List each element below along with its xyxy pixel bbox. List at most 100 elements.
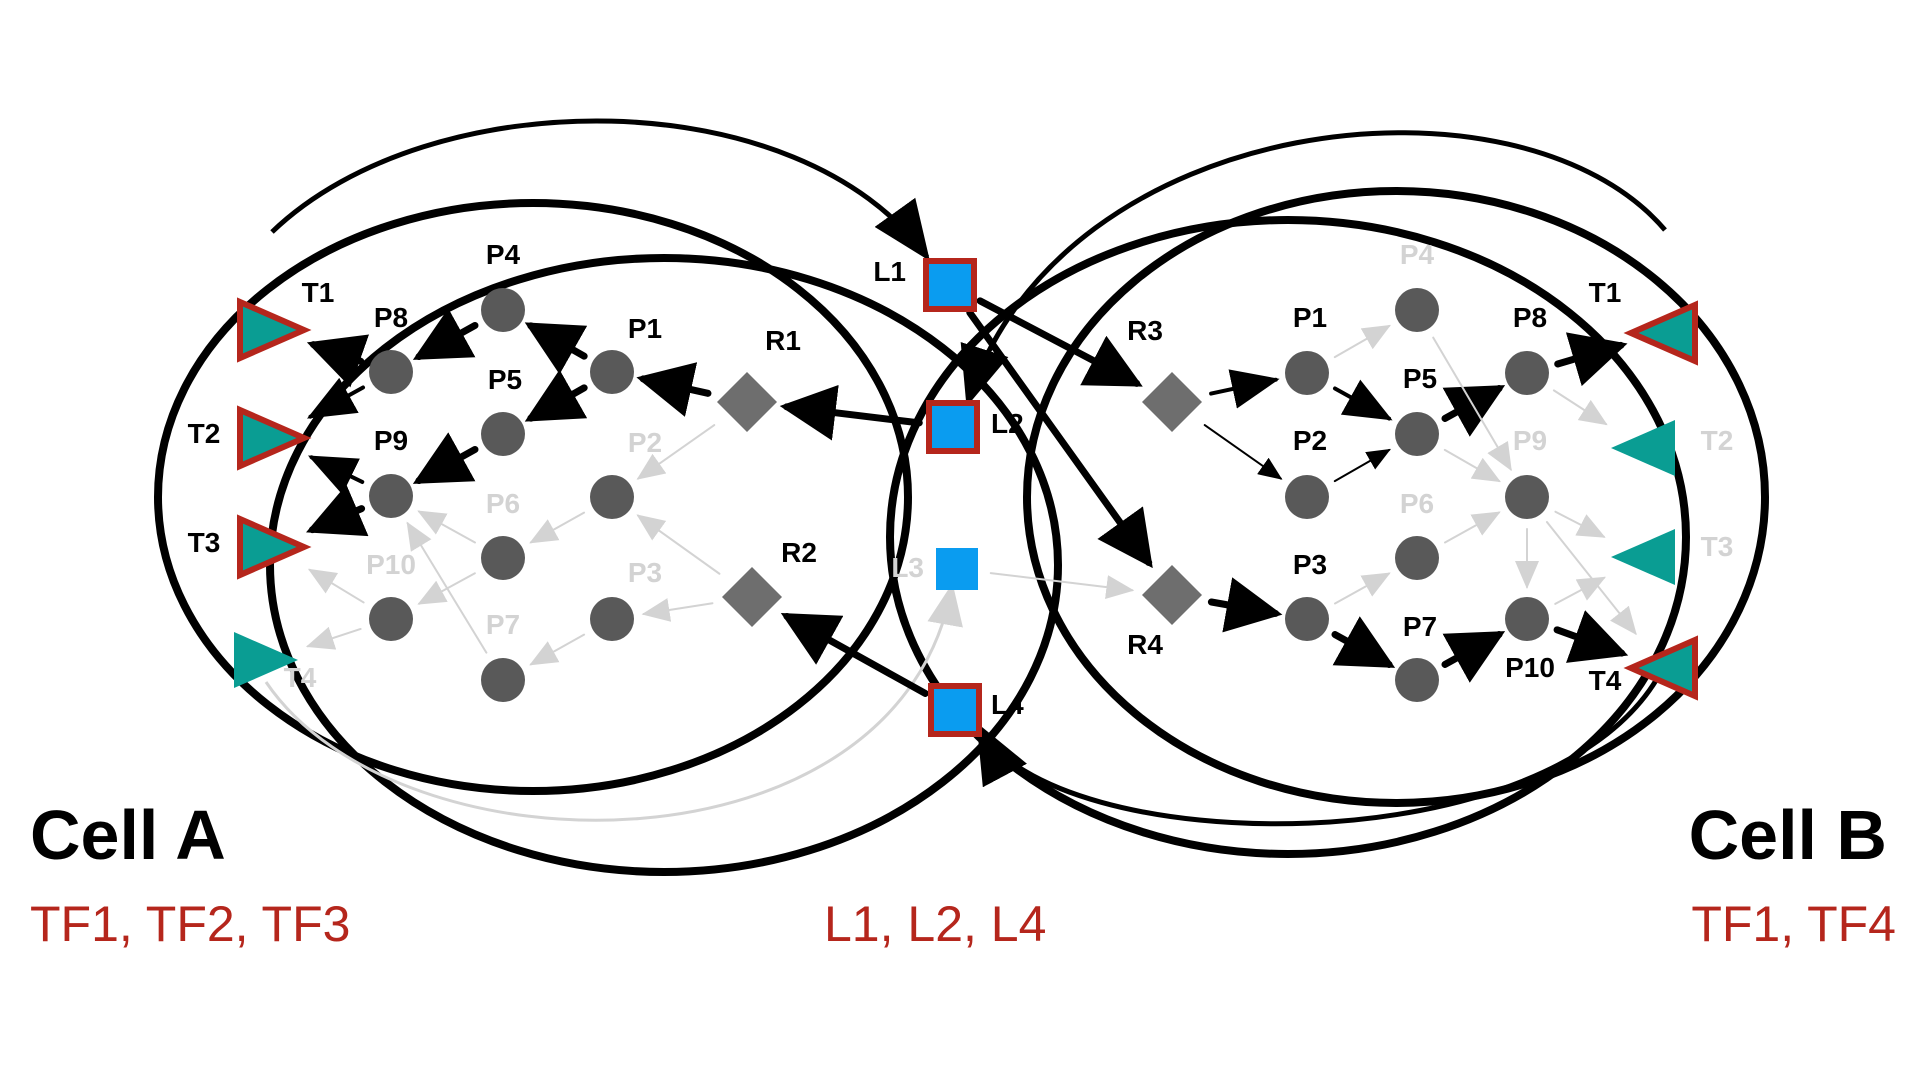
edge-b_r3-to-b_p1 [1209,369,1280,409]
cell-b-tf-list: TF1, TF4 [1691,896,1896,952]
edge-a_p9-to-a_t2 [307,455,365,495]
edge-l3-to-b_r4 [989,572,1135,599]
feedback-arrow-b_t4-to-l4 [976,666,1666,827]
feedback-arrow-a_t1-to-l1 [270,118,930,262]
tf-node-b-t2 [1611,420,1675,476]
protein-node-b-p4 [1395,288,1439,332]
edge-b_p9-to-b_t3 [1554,510,1606,538]
receptor-node-b-r4 [1142,565,1202,625]
node-label-b-p9: P9 [1513,425,1547,456]
node-label-b-p2: P2 [1293,425,1327,456]
edge-b_p9-to-b_t4 [1545,521,1637,636]
edge-a_p4-to-a_p8 [412,308,479,361]
ligand-node-l3 [936,548,978,590]
cell-membrane-3 [1023,187,1769,807]
node-label-a-t2: T2 [188,418,221,449]
node-label-b-t2: T2 [1701,425,1734,456]
edge-b_p3-to-b_p7 [1331,616,1396,668]
edge-a_r2-to-a_p3 [641,598,714,622]
edge-a_r1-to-a_p2 [636,424,716,480]
node-label-a-p5: P5 [488,364,522,395]
edge-b_p8-to-b_t2 [1552,389,1608,426]
node-label-b-r4: R4 [1127,629,1163,660]
cell-a-tf-list: TF1, TF2, TF3 [30,896,351,952]
protein-node-a-p2 [590,475,634,519]
protein-node-b-p10 [1505,597,1549,641]
protein-node-a-p5 [481,412,525,456]
edge-b_p8-to-b_t1 [1554,332,1628,387]
receptor-node-a-r2 [722,567,782,627]
edge-a_p8-to-a_t1 [306,334,370,388]
node-label-a-r2: R2 [781,537,817,568]
protein-node-a-p6 [481,536,525,580]
protein-node-b-p5 [1395,412,1439,456]
edge-a_p8-to-a_t2 [306,377,366,419]
ligand-node-l1 [923,258,977,312]
node-label-a-t1: T1 [302,277,335,308]
node-label-a-p8: P8 [374,302,408,333]
edge-a_r2-to-a_p2 [636,514,721,575]
node-label-a-p4: P4 [486,239,521,270]
protein-node-b-p6 [1395,536,1439,580]
edge-l1-to-b_r4 [966,309,1153,569]
tf-node-a-t1 [237,297,312,363]
tf-node-b-t4 [1623,635,1698,701]
edge-l1-to-b_r3 [976,297,1143,387]
edge-b_p1-to-b_p4 [1333,324,1391,359]
protein-node-b-p8 [1505,351,1549,395]
protein-node-b-p1 [1285,351,1329,395]
node-label-a-p9: P9 [374,425,408,456]
node-label-b-p5: P5 [1403,363,1437,394]
protein-node-b-p7 [1395,658,1439,702]
protein-node-b-p3 [1285,597,1329,641]
cell-a-title: Cell A [30,796,226,874]
edge-b_r3-to-b_p2 [1203,424,1283,480]
active-ligand-list: L1, L2, L4 [824,896,1047,952]
node-label-b-p8: P8 [1513,302,1547,333]
network-nodes [234,258,1698,737]
node-label-b-t3: T3 [1701,531,1734,562]
node-label-b-p4: P4 [1400,239,1435,270]
node-label-a-p10: P10 [366,549,416,580]
tf-node-a-t3 [237,514,312,580]
tf-node-a-t4 [234,632,298,688]
node-label-a-t4: T4 [284,662,317,693]
protein-node-a-p9 [369,474,413,518]
node-label-l4: L4 [991,689,1024,720]
edge-a_p3-to-a_p7 [529,633,586,666]
node-label-b-p3: P3 [1293,549,1327,580]
protein-node-a-p3 [590,597,634,641]
ligand-node-l2 [926,400,980,454]
edge-b_p7-to-b_p10 [1441,631,1506,683]
edge-b_p2-to-b_p5 [1333,448,1391,483]
protein-node-a-p1 [590,350,634,394]
edge-b_p4-to-b_p9 [1432,336,1512,472]
ligand-node-l4 [928,683,982,737]
node-label-a-p3: P3 [628,557,662,588]
protein-node-a-p7 [481,658,525,702]
edge-a_p1-to-a_p4 [524,322,588,375]
protein-node-b-p9 [1505,475,1549,519]
node-label-a-p2: P2 [628,427,662,458]
node-label-b-t4: T4 [1589,665,1622,696]
edge-a_p5-to-a_p9 [412,432,479,485]
edge-b_p3-to-b_p6 [1333,572,1391,605]
edge-a_p1-to-a_p5 [524,369,588,422]
node-label-l2: L2 [991,408,1024,439]
tf-node-a-t2 [237,405,312,471]
edge-a_p2-to-a_p6 [529,511,586,544]
protein-node-a-p4 [481,288,525,332]
node-label-b-p1: P1 [1293,302,1327,333]
feedback-arrow-b_t1-to-l2 [960,130,1667,407]
node-label-a-p7: P7 [486,609,520,640]
node-label-l1: L1 [873,256,906,287]
cell-membrane-1 [154,199,912,795]
edge-b_p5-to-b_p9 [1443,448,1501,483]
node-label-b-r3: R3 [1127,315,1163,346]
feedback-loop-arrows [264,118,1667,827]
receptor-node-b-r3 [1142,372,1202,432]
edge-b_p10-to-b_t4 [1553,610,1629,663]
signaling-edges [305,297,1637,697]
